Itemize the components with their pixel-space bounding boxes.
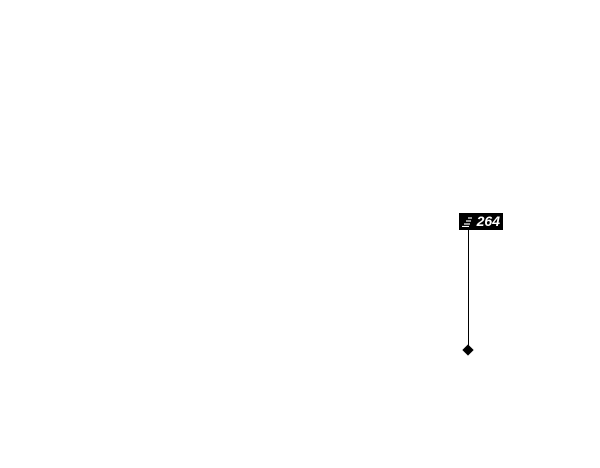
marker-label[interactable]: 264 <box>459 213 503 230</box>
marker-value: 264 <box>476 213 500 229</box>
marker-anchor-diamond-icon[interactable] <box>461 343 474 356</box>
marker-stem-line <box>467 230 469 350</box>
speed-lines-icon <box>462 217 472 227</box>
